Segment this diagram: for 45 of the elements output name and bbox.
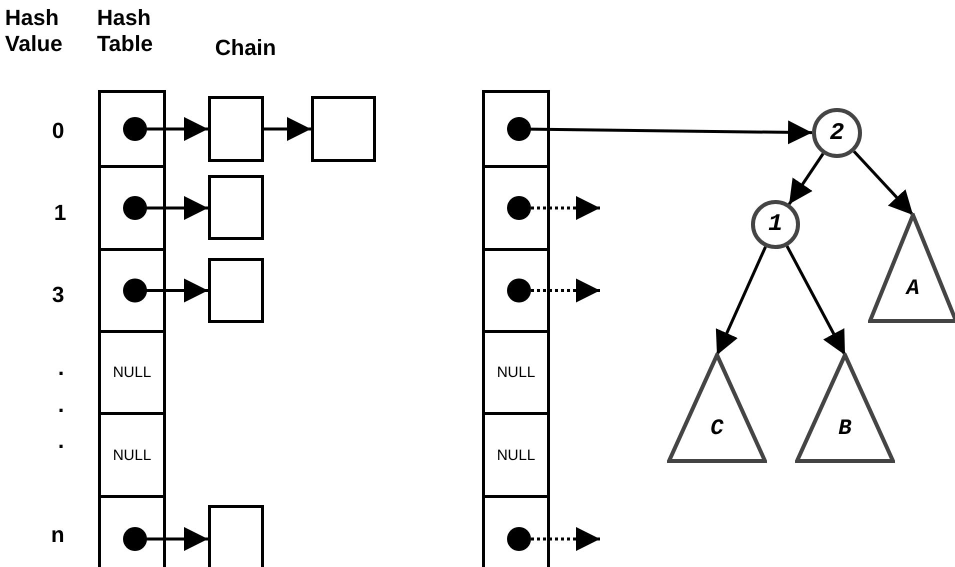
hash-table-cell: [482, 495, 550, 567]
chain-node-box: [208, 175, 264, 240]
hash-table-cell: [98, 248, 166, 333]
hash-table-cell: NULL: [98, 330, 166, 415]
arrow: [788, 152, 824, 205]
tree-node-circle: 1: [751, 200, 800, 249]
hash-table-cell: [98, 495, 166, 567]
arrow: [264, 117, 311, 141]
arrow: [786, 245, 846, 356]
row-label: 1: [54, 200, 66, 226]
hash-table-cell: NULL: [98, 412, 166, 498]
arrow: [123, 117, 208, 141]
chain-node-box: [311, 96, 376, 162]
dotted-arrow: [507, 278, 600, 302]
hash-table-cell: [482, 90, 550, 168]
tree-node-circle: 2: [812, 108, 862, 158]
arrow: [852, 150, 914, 216]
ellipsis-dot: .: [58, 392, 64, 418]
arrow: [123, 278, 208, 302]
hash-table-cell: NULL: [482, 330, 550, 415]
arrow: [123, 196, 208, 220]
row-label: 3: [52, 282, 64, 308]
header-label: Chain: [215, 35, 276, 61]
arrow: [123, 527, 208, 551]
dotted-arrow: [507, 196, 600, 220]
chain-node-box: [208, 505, 264, 567]
arrow: [716, 246, 767, 356]
ellipsis-dot: .: [58, 355, 64, 381]
subtree-triangle: B: [795, 353, 895, 463]
hash-table-cell: [98, 90, 166, 168]
hash-table-cell: [482, 165, 550, 251]
subtree-triangle: A: [868, 213, 955, 323]
hash-table-cell: [98, 165, 166, 251]
subtree-triangle: C: [667, 353, 767, 463]
arrow: [507, 117, 812, 144]
row-label: n: [51, 522, 64, 548]
header-label: Hash Table: [97, 5, 154, 57]
dotted-arrow: [507, 527, 600, 551]
hash-table-cell: NULL: [482, 412, 550, 498]
header-label: Hash Value: [5, 5, 64, 57]
ellipsis-dot: .: [58, 428, 64, 454]
chain-node-box: [208, 96, 264, 162]
hash-table-cell: [482, 248, 550, 333]
row-label: 0: [52, 118, 64, 144]
chain-node-box: [208, 258, 264, 323]
